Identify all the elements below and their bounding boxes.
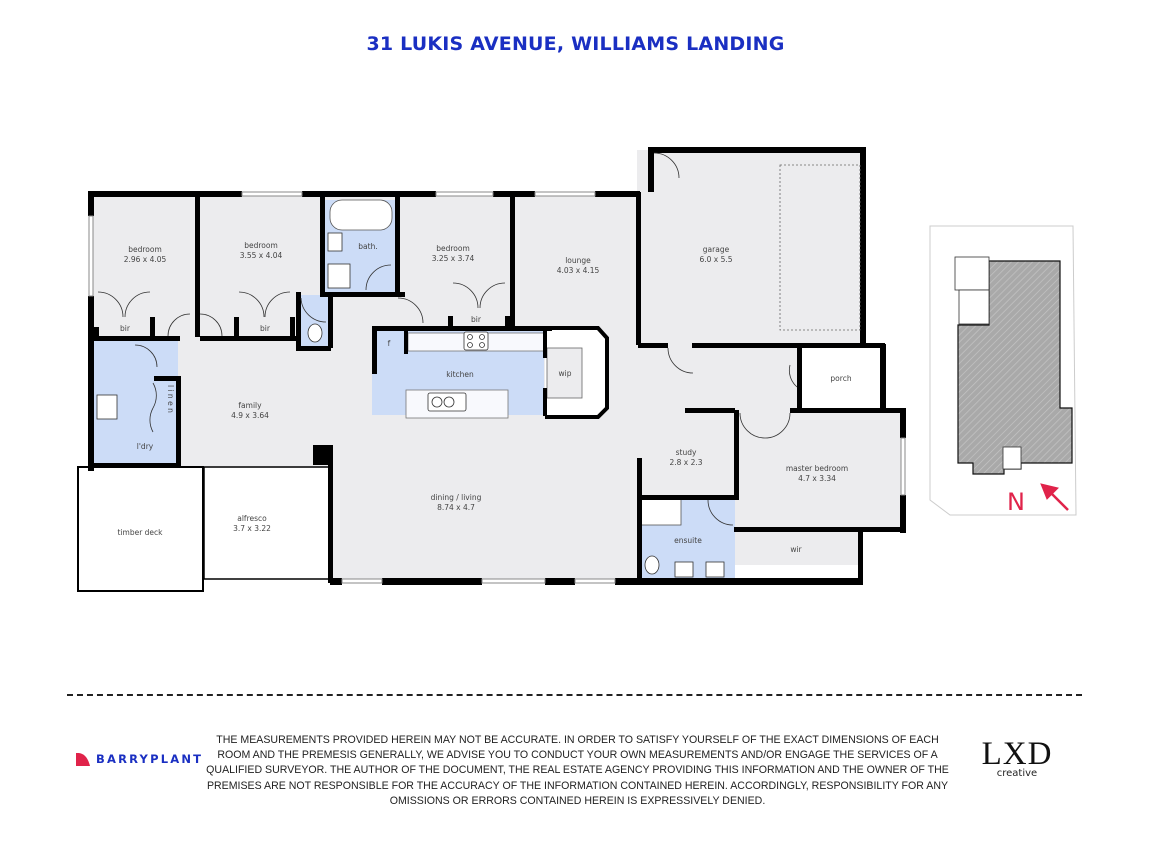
windows bbox=[88, 191, 906, 584]
room-bath-name: bath. bbox=[358, 242, 377, 251]
room-dining-name: dining / living bbox=[431, 493, 482, 502]
studio-logo-sub: creative bbox=[996, 768, 1038, 779]
room-bedroom2-size: 3.55 x 4.04 bbox=[240, 251, 283, 260]
brand-name: BARRYPLANT bbox=[96, 752, 204, 766]
room-bir3-name: bir bbox=[471, 315, 482, 324]
room-wip-name: wip bbox=[559, 369, 572, 378]
north-label: N bbox=[1007, 488, 1025, 516]
room-timber-deck-name: timber deck bbox=[117, 528, 163, 537]
north-arrow-icon bbox=[1040, 483, 1069, 511]
room-bedroom3-size: 3.25 x 3.74 bbox=[432, 254, 475, 263]
room-bedroom1-size: 2.96 x 4.05 bbox=[124, 255, 167, 264]
room-bir1-name: bir bbox=[120, 324, 131, 333]
room-alfresco-size: 3.7 x 3.22 bbox=[233, 524, 271, 533]
room-wir-name: wir bbox=[790, 545, 802, 554]
room-master-size: 4.7 x 3.34 bbox=[798, 474, 836, 483]
walls bbox=[88, 147, 906, 585]
door-swings bbox=[97, 152, 798, 526]
room-garage-name: garage bbox=[703, 245, 730, 254]
disclaimer-text: THE MEASUREMENTS PROVIDED HEREIN MAY NOT… bbox=[206, 734, 949, 807]
room-bedroom2-name: bedroom bbox=[244, 241, 278, 250]
room-alfresco-name: alfresco bbox=[237, 514, 267, 523]
fixtures bbox=[96, 232, 725, 578]
room-family-name: family bbox=[238, 401, 262, 410]
room-bedroom1-name: bedroom bbox=[128, 245, 162, 254]
dashed-divider bbox=[67, 694, 1082, 696]
brand-mark-icon bbox=[76, 752, 90, 766]
studio-logo: LXD creative bbox=[972, 736, 1062, 780]
room-porch-name: porch bbox=[830, 374, 851, 383]
room-family-size: 4.9 x 3.64 bbox=[231, 411, 269, 420]
room-bir2-name: bir bbox=[260, 324, 271, 333]
room-study-name: study bbox=[676, 448, 697, 457]
room-lounge-name: lounge bbox=[565, 256, 591, 265]
room-kitchen-name: kitchen bbox=[446, 370, 474, 379]
page-title: 31 LUKIS AVENUE, WILLIAMS LANDING bbox=[366, 33, 785, 55]
room-dining-size: 8.74 x 4.7 bbox=[437, 503, 475, 512]
room-study-size: 2.8 x 2.3 bbox=[669, 458, 702, 467]
studio-logo-main: LXD bbox=[981, 736, 1053, 772]
room-garage-size: 6.0 x 5.5 bbox=[699, 255, 732, 264]
room-laundry-name: l'dry bbox=[137, 442, 154, 451]
room-fills bbox=[78, 150, 902, 592]
site-plan: N bbox=[929, 225, 1077, 516]
room-ensuite-name: ensuite bbox=[674, 536, 702, 545]
room-master-name: master bedroom bbox=[786, 464, 848, 473]
brand-logo: BARRYPLANT bbox=[76, 752, 203, 766]
room-bedroom3-name: bedroom bbox=[436, 244, 470, 253]
room-lounge-size: 4.03 x 4.15 bbox=[557, 266, 600, 275]
room-linen-name: l i n e n bbox=[166, 385, 175, 413]
room-fridge-name: f bbox=[388, 339, 391, 348]
